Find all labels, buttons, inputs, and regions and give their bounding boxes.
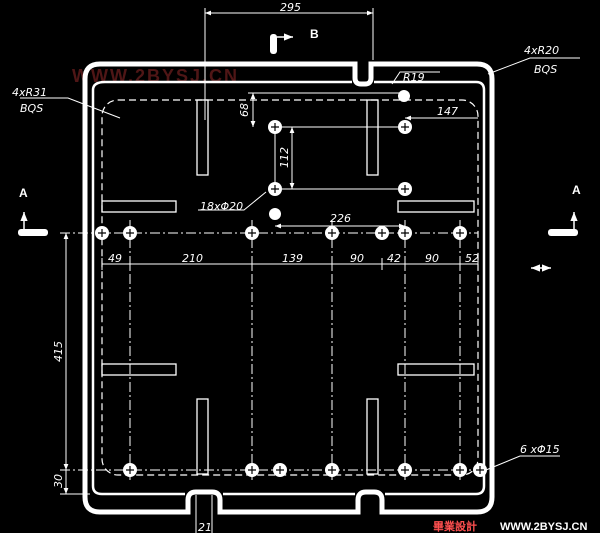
view-markers	[18, 33, 578, 272]
dim-49: 49	[108, 252, 122, 265]
annotation-r19: R19	[403, 71, 425, 84]
centerlines	[60, 220, 478, 480]
footer-url-text: WWW.2BYSJ.CN	[500, 521, 587, 533]
dim-42: 42	[387, 252, 401, 265]
annotation-r20-sub: BQS	[534, 63, 557, 76]
top-hole-frame	[274, 126, 405, 190]
annotation-r31: 4xR31	[12, 86, 47, 99]
dim-21: 21	[198, 521, 212, 533]
section-bar	[548, 229, 578, 236]
annotation-r31-sub: BQS	[20, 102, 43, 115]
section-bar	[18, 229, 48, 236]
dim-90a: 90	[350, 252, 364, 265]
annotation-r20: 4xR20	[524, 44, 559, 57]
dim-210: 210	[182, 252, 203, 265]
dim-295: 295	[280, 1, 301, 14]
hole-crosses	[98, 123, 484, 474]
dim-52: 52	[465, 252, 479, 265]
dim-68: 68	[238, 103, 251, 117]
dim-415: 415	[52, 341, 65, 362]
annotation-holes18: 18xΦ20	[200, 200, 243, 213]
section-bar	[270, 34, 277, 54]
hidden-slots	[101, 99, 475, 475]
footer-banner: 畢業設計 WWW.2BYSJ.CN	[430, 517, 600, 533]
plate-outline	[82, 61, 495, 515]
footer-cn-text: 畢業設計	[433, 519, 477, 533]
dim-90b: 90	[425, 252, 439, 265]
view-b-label: B	[310, 27, 319, 41]
dim-226: 226	[330, 212, 351, 225]
holes	[95, 90, 487, 477]
view-a-left-label: A	[19, 186, 28, 200]
dim-139: 139	[282, 252, 303, 265]
dim-147: 147	[437, 105, 458, 118]
hole	[398, 90, 410, 102]
view-a-right-label: A	[572, 183, 581, 197]
dim-30: 30	[52, 474, 65, 488]
annotation-holes6: 6 xΦ15	[520, 443, 560, 456]
dim-112: 112	[278, 147, 291, 168]
hole	[269, 208, 281, 220]
dimension-lines	[20, 8, 580, 533]
